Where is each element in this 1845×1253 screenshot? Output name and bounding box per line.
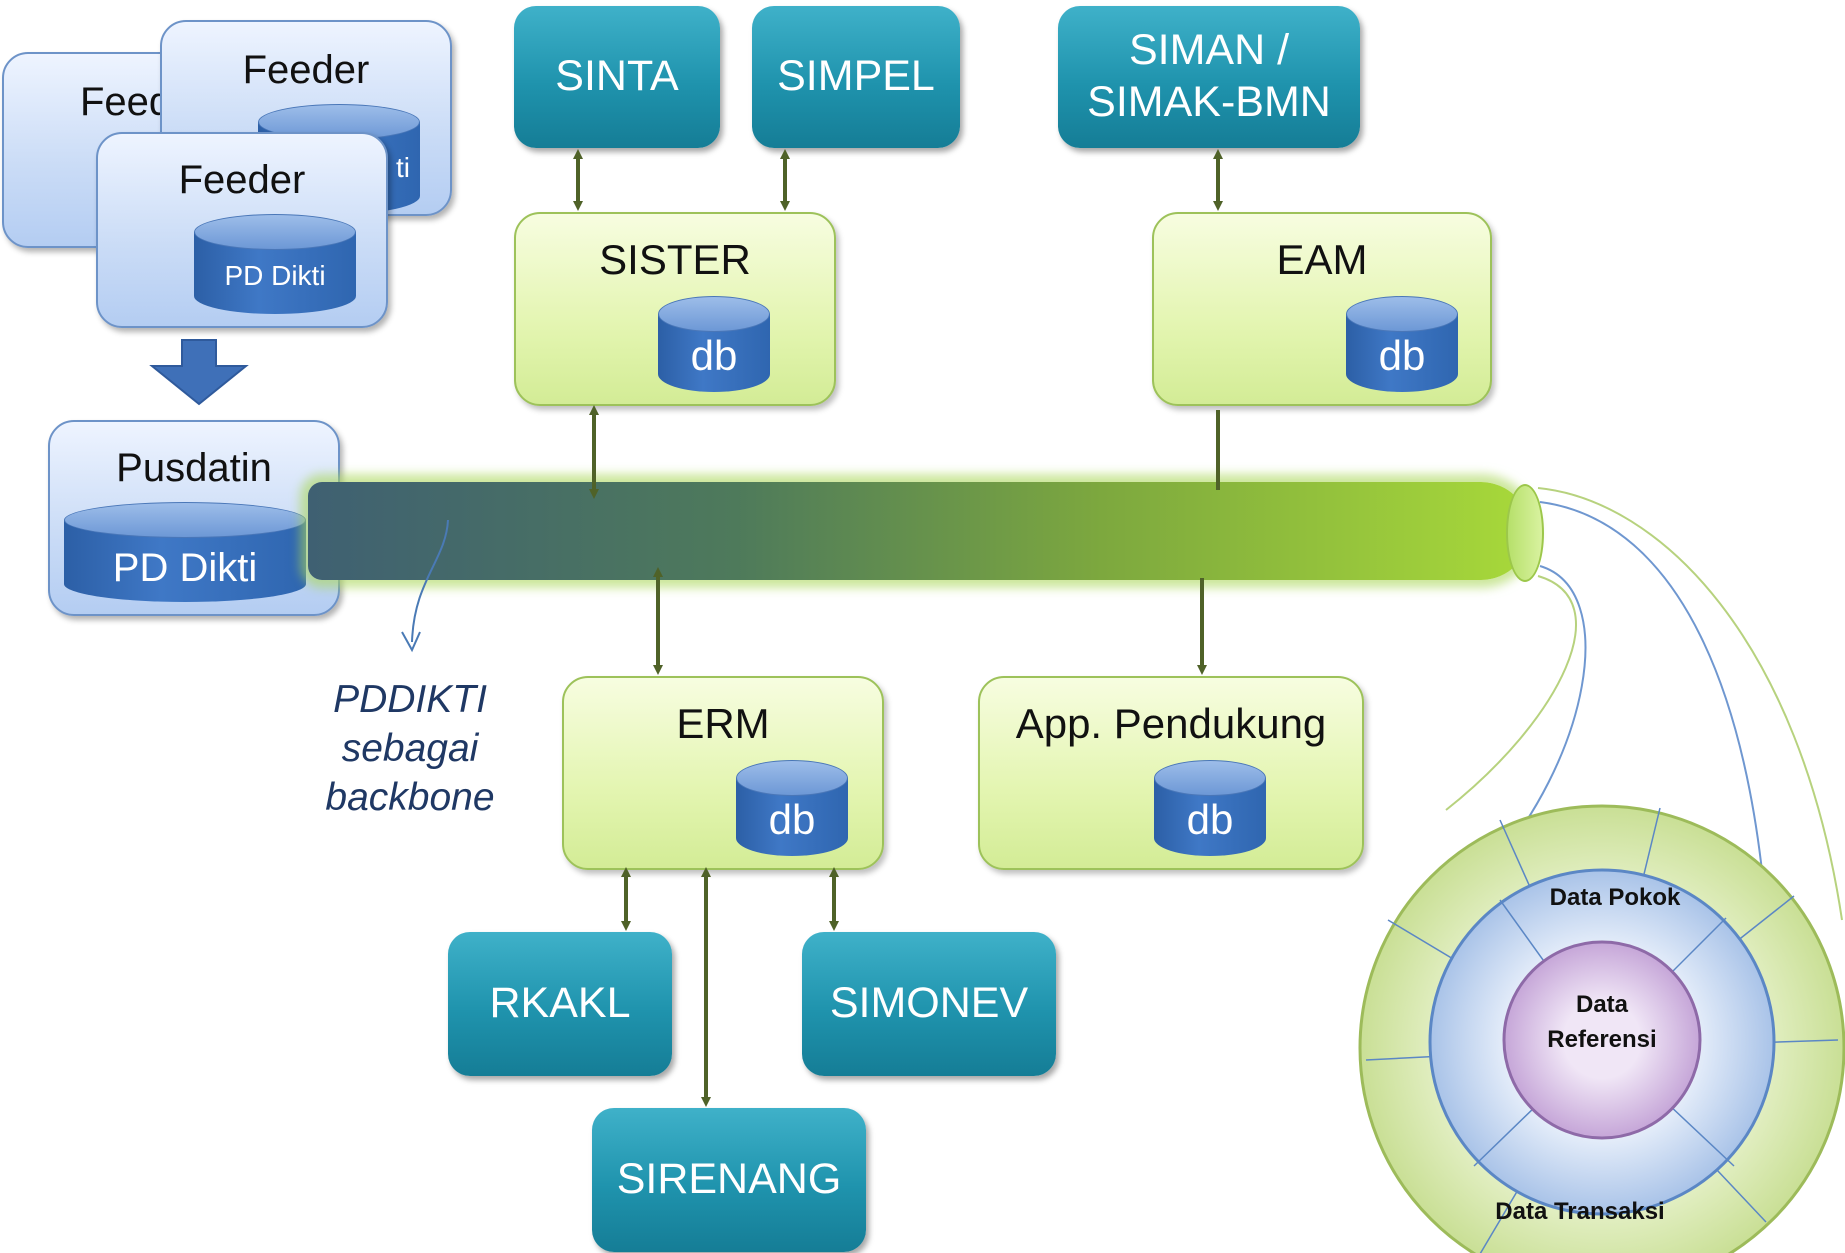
app-pendukung-db-label: db [1186, 796, 1234, 843]
feeder-middle-title: Feeder [242, 48, 370, 92]
backbone-pipe-end-cap [1506, 484, 1544, 582]
rkakl-label: RKAKL [489, 979, 631, 1028]
erm-title: ERM [676, 700, 770, 747]
sinta-box: SINTA [514, 6, 720, 148]
backbone-pipe [308, 482, 1530, 580]
simonev-label: SIMONEV [829, 979, 1029, 1028]
data-referensi-label: Data Referensi [1522, 988, 1682, 1058]
sister-title: SISTER [599, 236, 751, 283]
backbone-note-line1: PDDIKTI [333, 678, 487, 721]
backbone-note-callout [411, 519, 449, 643]
eam-db-label: db [1378, 332, 1426, 379]
app-pendukung-box: App. Pendukung db [978, 676, 1364, 870]
data-referensi-label-line2: Referensi [1547, 1025, 1657, 1053]
sinta-label: SINTA [555, 52, 679, 101]
erm-db-label: db [768, 796, 816, 843]
rkakl-box: RKAKL [448, 932, 672, 1076]
backbone-note-line3: backbone [325, 775, 495, 819]
feeder-front-db-label: PD Dikti [224, 260, 326, 291]
eam-title: EAM [1276, 236, 1368, 283]
feeder-front-title: Feeder [178, 158, 306, 202]
sister-box: SISTER db [514, 212, 836, 406]
eam-database-icon: db [1346, 296, 1458, 392]
sirenang-label: SIRENANG [616, 1155, 842, 1204]
sister-database-icon: db [658, 296, 770, 392]
app-pendukung-title: App. Pendukung [1015, 700, 1327, 747]
feeder-front-database-icon: PD Dikti [194, 214, 356, 314]
data-pokok-label: Data Pokok [1549, 884, 1681, 911]
data-referensi-mask [1506, 944, 1698, 1136]
pusdatin-db-label: PD Dikti [112, 546, 258, 590]
simonev-box: SIMONEV [802, 932, 1056, 1076]
siman-label-line2: SIMAK-BMN [1087, 78, 1331, 126]
sirenang-box: SIRENANG [592, 1108, 866, 1252]
erm-box: ERM db [562, 676, 884, 870]
app-pendukung-database-icon: db [1154, 760, 1266, 856]
sister-db-label: db [690, 332, 738, 379]
pusdatin-database-icon: PD Dikti [64, 502, 306, 602]
eam-box: EAM db [1152, 212, 1492, 406]
backbone-note: PDDIKTI sebagai backbone [300, 676, 520, 822]
erm-database-icon: db [736, 760, 848, 856]
feeder-box-front: Feeder PD Dikti [96, 132, 388, 328]
data-referensi-label-line1: Data [1575, 991, 1629, 1018]
simpel-label: SIMPEL [777, 52, 935, 101]
feeder-middle-db-label: ti [396, 152, 410, 183]
siman-simak-box: SIMAN / SIMAK-BMN [1058, 6, 1360, 148]
siman-label-line1: SIMAN / [1128, 26, 1290, 75]
backbone-note-callout-head [401, 631, 421, 653]
pipe-to-outer-line-top [1537, 487, 1843, 921]
data-transaksi-label: Data Transaksi [1495, 1198, 1665, 1225]
backbone-note-line2: sebagai [341, 726, 479, 770]
pusdatin-title: Pusdatin [116, 446, 272, 490]
simpel-box: SIMPEL [752, 6, 960, 148]
feeder-to-pusdatin-arrow [149, 339, 249, 406]
pipe-to-outer-line-bottom [1445, 575, 1577, 811]
